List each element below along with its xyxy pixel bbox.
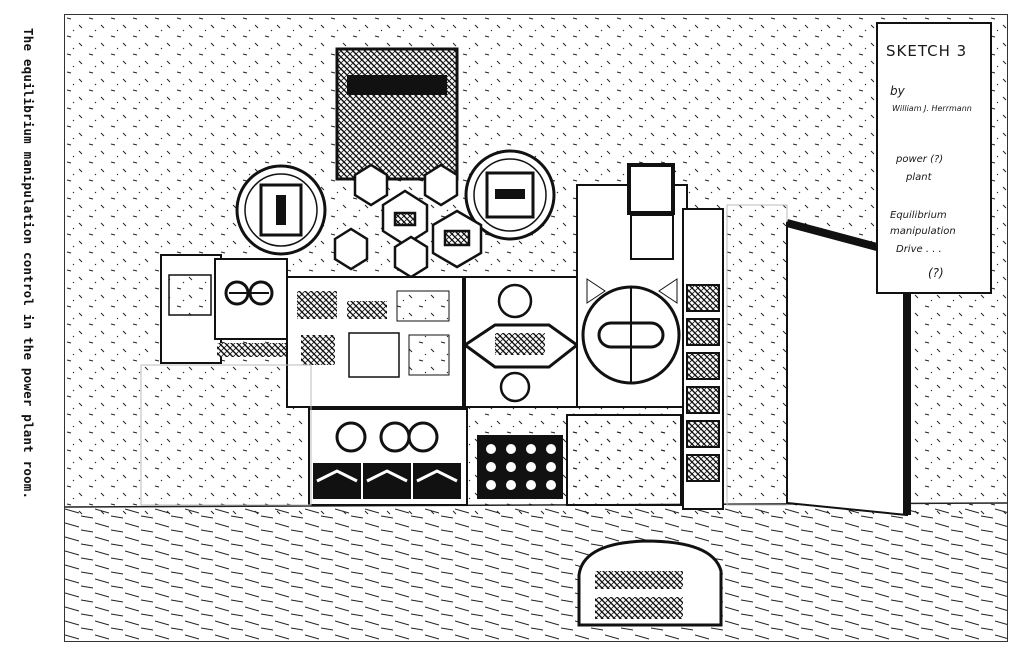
- side-caption: The equilibrium manipulation control in …: [21, 28, 36, 628]
- cross-dial-panel: [576, 163, 688, 408]
- right-button-column: [682, 208, 724, 510]
- hexagon-cluster: [333, 163, 483, 279]
- dot-grid-panel: [477, 435, 563, 499]
- note-line: (?): [928, 266, 944, 280]
- note-line: Equilibrium: [890, 210, 947, 221]
- caption-text: The equilibrium manipulation control in …: [21, 28, 36, 500]
- foreground-chair: [577, 539, 723, 627]
- sketch-illustration: [64, 14, 1008, 642]
- center-left-panel: [286, 276, 464, 408]
- lower-right-panel: [566, 414, 682, 506]
- note-line: manipulation: [890, 226, 956, 237]
- note-title: SKETCH 3: [886, 42, 968, 60]
- note-line: plant: [906, 172, 932, 183]
- handwritten-note: SKETCH 3 by William J. Herrmann power (?…: [876, 22, 992, 294]
- left-console: [160, 254, 288, 364]
- doorway: [785, 219, 911, 517]
- note-line: Drive . . .: [896, 244, 942, 255]
- wall-block: [140, 364, 312, 506]
- lower-console: [308, 408, 468, 506]
- right-round-dial: [464, 149, 556, 241]
- control-room-drawing: [65, 15, 1007, 641]
- top-tower: [335, 47, 459, 181]
- center-diamond-panel: [462, 276, 580, 408]
- left-round-dial: [235, 164, 327, 256]
- note-line: power (?): [896, 154, 944, 165]
- floor-texture: [65, 505, 1007, 641]
- note-by: by: [890, 84, 905, 98]
- note-author: William J. Herrmann: [892, 104, 972, 113]
